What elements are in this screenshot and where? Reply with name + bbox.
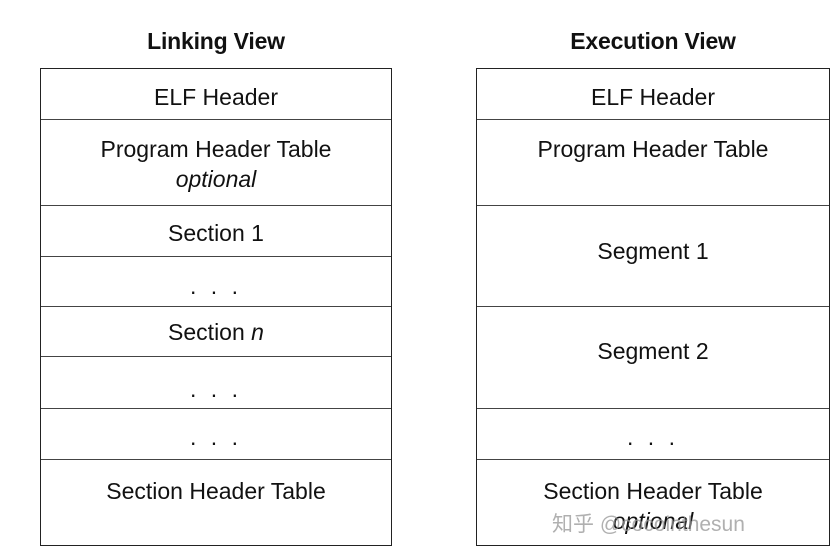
execution-segment-2: Segment 2 xyxy=(477,307,829,409)
linking-section-header-table: Section Header Table xyxy=(41,460,391,547)
linking-ellipsis-3: . . . xyxy=(41,409,391,460)
linking-program-header-table-label: Program Header Table xyxy=(100,136,332,162)
linking-section-n: Section n xyxy=(41,307,391,357)
linking-elf-header-label: ELF Header xyxy=(153,84,278,110)
execution-segment-1-label: Segment 1 xyxy=(597,238,709,264)
execution-segment-2-label: Segment 2 xyxy=(597,338,709,364)
execution-view-title: Execution View xyxy=(570,28,736,54)
execution-program-header-table-label: Program Header Table xyxy=(537,136,769,162)
execution-ellipsis: . . . xyxy=(477,409,829,460)
linking-section-n-label: Section xyxy=(168,319,245,345)
linking-section-n-suffix: n xyxy=(251,319,264,345)
linking-view-title: Linking View xyxy=(147,28,285,54)
linking-elf-header: ELF Header xyxy=(41,69,391,120)
linking-ellipsis-2-label: . . . xyxy=(190,376,242,402)
execution-section-header-table-label: Section Header Table xyxy=(543,478,763,504)
linking-ellipsis-1-label: . . . xyxy=(190,273,242,299)
linking-ellipsis-3-label: . . . xyxy=(190,424,242,450)
linking-program-header-table: Program Header Table optional xyxy=(41,120,391,206)
execution-ellipsis-label: . . . xyxy=(627,424,679,450)
linking-program-header-table-optional: optional xyxy=(175,166,257,192)
execution-section-header-table: Section Header Table optional xyxy=(477,460,829,547)
execution-segment-1: Segment 1 xyxy=(477,206,829,307)
execution-section-header-table-optional: optional xyxy=(612,508,694,534)
execution-elf-header: ELF Header xyxy=(477,69,829,120)
linking-view-table: ELF Header Program Header Table optional… xyxy=(40,68,392,546)
execution-view-table: ELF Header Program Header Table Segment … xyxy=(476,68,830,546)
execution-elf-header-label: ELF Header xyxy=(590,84,715,110)
linking-ellipsis-1: . . . xyxy=(41,257,391,307)
linking-section-1-label: Section 1 xyxy=(168,220,264,246)
linking-section-1: Section 1 xyxy=(41,206,391,257)
linking-ellipsis-2: . . . xyxy=(41,357,391,409)
watermark: 知乎 @cocointhesun xyxy=(552,513,745,536)
execution-program-header-table: Program Header Table xyxy=(477,120,829,206)
linking-section-header-table-label: Section Header Table xyxy=(106,478,326,504)
